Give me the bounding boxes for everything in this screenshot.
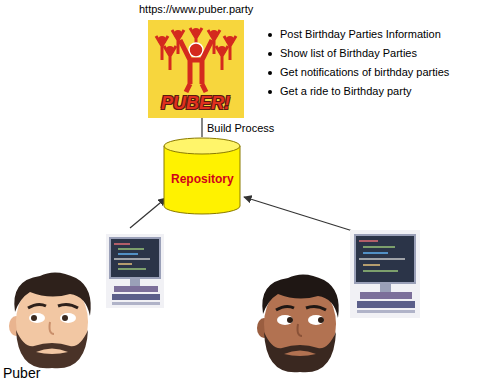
computer — [106, 234, 164, 308]
feature-item: Show list of Birthday Parties — [280, 47, 417, 59]
figure-body — [216, 46, 228, 70]
node-label: Repository — [171, 172, 234, 186]
bullet-dot — [268, 52, 272, 56]
figure-body — [180, 40, 212, 92]
feature-item: Get notifications of birthday parties — [280, 66, 449, 78]
cylinder-top — [164, 138, 240, 154]
connector — [201, 118, 202, 137]
feature-item: Post Birthday Parties Information — [280, 28, 441, 40]
logo-box: https://www.puber.partyPUBER! — [148, 20, 244, 118]
person-caption: Puber — [3, 365, 40, 381]
edge-label: Build Process — [207, 122, 274, 134]
figure-body — [164, 46, 176, 70]
commit-arrow — [130, 198, 166, 228]
feature-item: Get a ride to Birthday party — [280, 85, 411, 97]
site-url: https://www.puber.party — [139, 3, 253, 15]
repository-cylinder: Repository — [163, 137, 241, 215]
avatar-face — [9, 272, 91, 368]
commit-arrow — [244, 197, 356, 232]
logo-text: PUBER! — [161, 93, 230, 114]
avatar-face — [257, 274, 339, 372]
bullet-dot — [268, 33, 272, 37]
bullet-dot — [268, 71, 272, 75]
bullet-dot — [268, 90, 272, 94]
figure-head — [189, 43, 203, 57]
cylinder-body — [164, 146, 240, 214]
computer — [350, 230, 420, 318]
